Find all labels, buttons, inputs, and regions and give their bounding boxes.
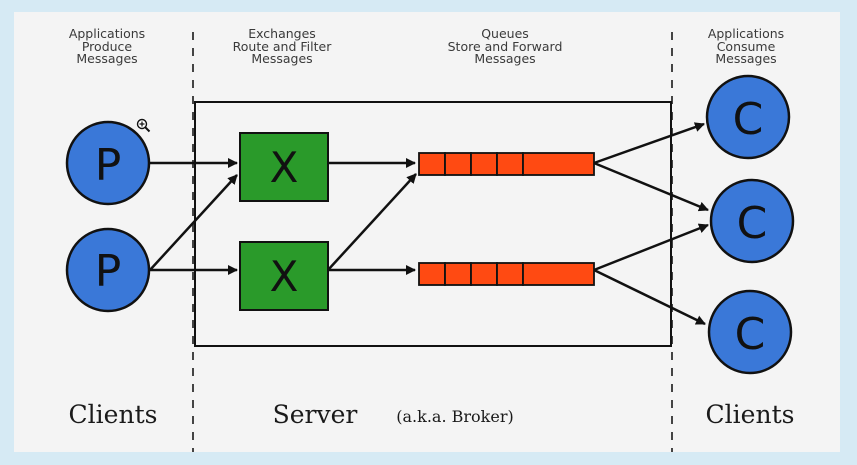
queue-1-slot-1	[418, 152, 446, 176]
header-queues-line2: Store and Forward	[448, 39, 563, 54]
producer-1-label: P	[95, 140, 122, 191]
queue-1-slot-5	[522, 152, 595, 176]
header-consumers-line2: Consume	[717, 39, 776, 54]
producer-2: P	[65, 227, 151, 313]
header-queues-line1: Queues	[481, 26, 529, 41]
queue-2-slot-3	[470, 262, 498, 286]
queue-1-slot-2	[444, 152, 472, 176]
arrow-x2-q1	[327, 173, 417, 271]
arrow-q2-c2	[593, 223, 709, 272]
arrow-q2-c3	[593, 268, 706, 326]
server-box	[194, 101, 672, 347]
header-consumers: Applications Consume Messages	[708, 26, 784, 66]
consumer-2: C	[709, 178, 795, 264]
consumer-1: C	[705, 74, 791, 160]
consumer-3-label: C	[735, 309, 766, 360]
header-producers-line2: Produce	[82, 39, 133, 54]
queue-2-slot-1	[418, 262, 446, 286]
queue-2-slot-4	[496, 262, 524, 286]
producer-1-circle	[65, 120, 151, 206]
consumer-3-circle	[707, 289, 793, 375]
exchange-2: X	[239, 241, 329, 311]
header-exchanges-line2: Route and Filter	[233, 39, 333, 54]
queue-1-slot-4	[496, 152, 524, 176]
exchange-1-box	[239, 132, 329, 202]
exchange-1-label: X	[270, 143, 299, 192]
consumer-2-circle	[709, 178, 795, 264]
consumer-1-circle	[705, 74, 791, 160]
queue-1	[418, 152, 595, 176]
arrow-p2-x1	[149, 174, 238, 271]
consumer-2-label: C	[737, 198, 768, 249]
producer-2-circle	[65, 227, 151, 313]
server-label: Server	[273, 400, 358, 429]
header-exchanges: Exchanges Route and Filter Messages	[233, 26, 333, 66]
header-producers: Applications Produce Messages	[69, 26, 145, 66]
arrow-q1-c2	[593, 161, 709, 212]
queue-2-slot-5	[522, 262, 595, 286]
producer-1: P	[65, 120, 151, 206]
queue-2	[418, 262, 595, 286]
header-exchanges-line1: Exchanges	[248, 26, 316, 41]
header-consumers-line1: Applications	[708, 26, 784, 41]
exchange-2-box	[239, 241, 329, 311]
arrows	[149, 122, 709, 326]
consumer-3: C	[707, 289, 793, 375]
queue-2-slot-2	[444, 262, 472, 286]
arrow-q1-c1	[593, 122, 705, 165]
header-consumers-line3: Messages	[715, 51, 776, 66]
queue-1-slot-3	[470, 152, 498, 176]
header-producers-line3: Messages	[76, 51, 137, 66]
producer-2-label: P	[95, 246, 122, 297]
consumer-1-label: C	[733, 94, 764, 145]
exchange-1: X	[239, 132, 329, 202]
clients-right-label: Clients	[706, 400, 795, 429]
header-producers-line1: Applications	[69, 26, 145, 41]
exchange-2-label: X	[270, 252, 299, 301]
clients-left-label: Clients	[69, 400, 158, 429]
header-queues: Queues Store and Forward Messages	[448, 26, 563, 66]
header-queues-line3: Messages	[474, 51, 535, 66]
server-note-label: (a.k.a. Broker)	[396, 407, 513, 426]
zoom-in-icon	[136, 118, 151, 133]
header-exchanges-line3: Messages	[251, 51, 312, 66]
